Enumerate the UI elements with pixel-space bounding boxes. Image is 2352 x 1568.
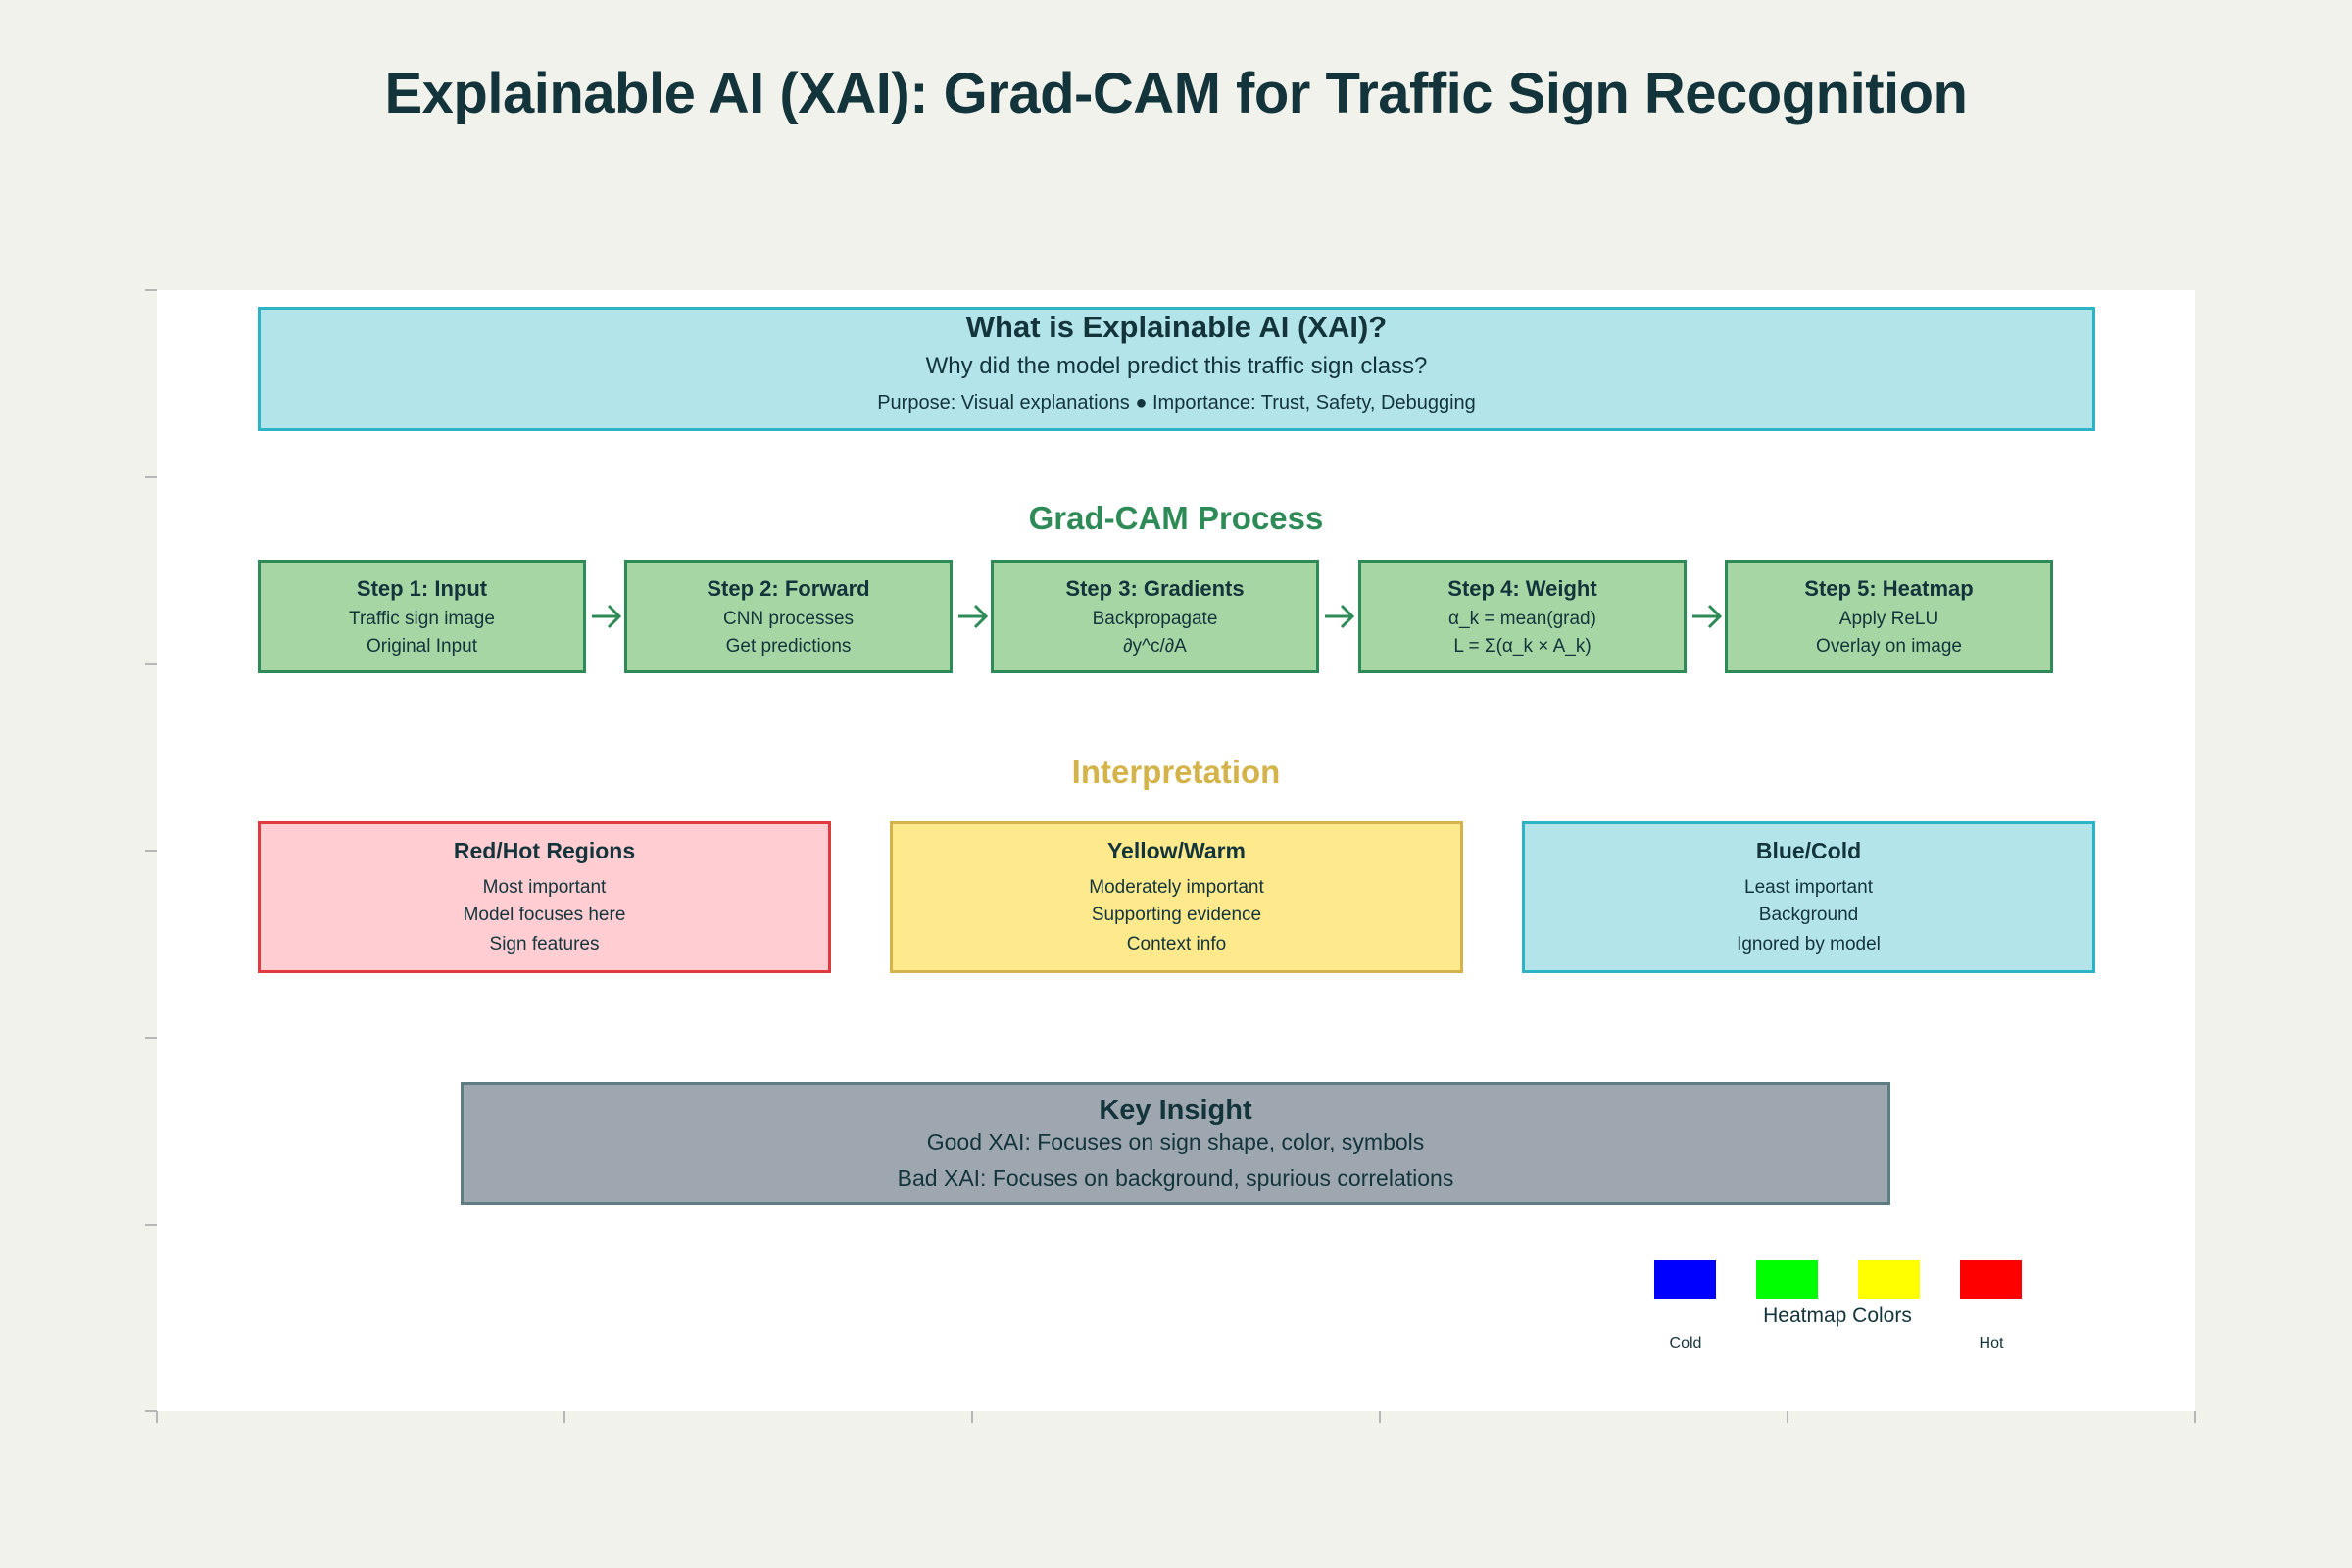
xai-heading: What is Explainable AI (XAI)? bbox=[965, 310, 1388, 344]
step-line: CNN processes bbox=[722, 609, 855, 629]
diagram-title: Explainable AI (XAI): Grad-CAM for Traff… bbox=[384, 62, 1968, 125]
x-axis-tick bbox=[1787, 1411, 1788, 1423]
insight-heading: Key Insight bbox=[1099, 1095, 1252, 1126]
step-title: Step 2: Forward bbox=[707, 576, 870, 601]
y-axis-tick bbox=[145, 476, 157, 478]
right-arrow-icon bbox=[592, 604, 622, 629]
interp-line: Context info bbox=[1126, 934, 1227, 955]
interp-line: Model focuses here bbox=[463, 905, 626, 925]
key-insight-box: Key Insight Good XAI: Focuses on sign sh… bbox=[461, 1082, 1890, 1205]
xai-definition-box: What is Explainable AI (XAI)? Why did th… bbox=[258, 307, 2095, 431]
legend-swatch-blue bbox=[1654, 1260, 1716, 1298]
interp-line: Supporting evidence bbox=[1091, 905, 1262, 925]
step-line: Overlay on image bbox=[1816, 636, 1962, 657]
x-axis-tick bbox=[1379, 1411, 1381, 1423]
cold-regions-box: Blue/Cold Least important Background Ign… bbox=[1522, 821, 2095, 973]
interpretation-heading: Interpretation bbox=[1071, 754, 1281, 790]
x-axis-tick bbox=[156, 1411, 158, 1423]
hot-regions-box: Red/Hot Regions Most important Model foc… bbox=[258, 821, 831, 973]
legend-label: Heatmap Colors bbox=[1763, 1304, 1912, 1327]
process-step-2: Step 2: Forward CNN processes Get predic… bbox=[624, 560, 953, 673]
step-line: Traffic sign image bbox=[349, 609, 495, 629]
y-axis-tick bbox=[145, 1410, 157, 1412]
step-title: Step 5: Heatmap bbox=[1804, 576, 1974, 601]
x-axis-tick bbox=[971, 1411, 973, 1423]
x-axis-tick bbox=[564, 1411, 565, 1423]
step-title: Step 1: Input bbox=[356, 576, 488, 601]
right-arrow-icon bbox=[1692, 604, 1723, 629]
y-axis-tick bbox=[145, 1037, 157, 1039]
x-axis-tick bbox=[2194, 1411, 2196, 1423]
step-line: ∂y^c/∂A bbox=[1123, 636, 1187, 657]
interp-title: Red/Hot Regions bbox=[453, 838, 636, 863]
step-line: Backpropagate bbox=[1092, 609, 1218, 629]
interp-line: Sign features bbox=[489, 934, 600, 955]
xai-question: Why did the model predict this traffic s… bbox=[925, 353, 1428, 379]
y-axis-tick bbox=[145, 1224, 157, 1226]
step-title: Step 4: Weight bbox=[1447, 576, 1597, 601]
legend-swatch-red bbox=[1960, 1260, 2022, 1298]
interp-line: Least important bbox=[1744, 877, 1873, 898]
y-axis-tick bbox=[145, 289, 157, 291]
warm-regions-box: Yellow/Warm Moderately important Support… bbox=[890, 821, 1463, 973]
interp-line: Background bbox=[1758, 905, 1859, 925]
process-step-1: Step 1: Input Traffic sign image Origina… bbox=[258, 560, 586, 673]
interp-title: Blue/Cold bbox=[1755, 838, 1862, 863]
insight-bad-line: Bad XAI: Focuses on background, spurious… bbox=[897, 1165, 1454, 1191]
right-arrow-icon bbox=[958, 604, 989, 629]
step-title: Step 3: Gradients bbox=[1065, 576, 1245, 601]
y-axis-tick bbox=[145, 663, 157, 665]
step-line: α_k = mean(grad) bbox=[1448, 609, 1596, 629]
legend-cold-label: Cold bbox=[1669, 1335, 1702, 1351]
interp-line: Ignored by model bbox=[1737, 934, 1881, 955]
interp-title: Yellow/Warm bbox=[1106, 838, 1247, 863]
y-axis-tick bbox=[145, 850, 157, 852]
process-step-3: Step 3: Gradients Backpropagate ∂y^c/∂A bbox=[991, 560, 1319, 673]
step-line: Original Input bbox=[366, 636, 477, 657]
insight-good-line: Good XAI: Focuses on sign shape, color, … bbox=[926, 1129, 1425, 1154]
interp-line: Most important bbox=[482, 877, 607, 898]
step-line: Apply ReLU bbox=[1838, 609, 1939, 629]
right-arrow-icon bbox=[1325, 604, 1355, 629]
legend-swatch-green bbox=[1756, 1260, 1818, 1298]
process-step-5: Step 5: Heatmap Apply ReLU Overlay on im… bbox=[1725, 560, 2053, 673]
step-line: Get predictions bbox=[725, 636, 852, 657]
process-step-4: Step 4: Weight α_k = mean(grad) L = Σ(α_… bbox=[1358, 560, 1687, 673]
legend-hot-label: Hot bbox=[1979, 1335, 2004, 1351]
xai-purpose: Purpose: Visual explanations ● Importanc… bbox=[877, 392, 1476, 414]
interp-line: Moderately important bbox=[1089, 877, 1264, 898]
step-line: L = Σ(α_k × A_k) bbox=[1453, 636, 1592, 657]
process-heading: Grad-CAM Process bbox=[1028, 500, 1324, 536]
legend-swatch-yellow bbox=[1858, 1260, 1920, 1298]
